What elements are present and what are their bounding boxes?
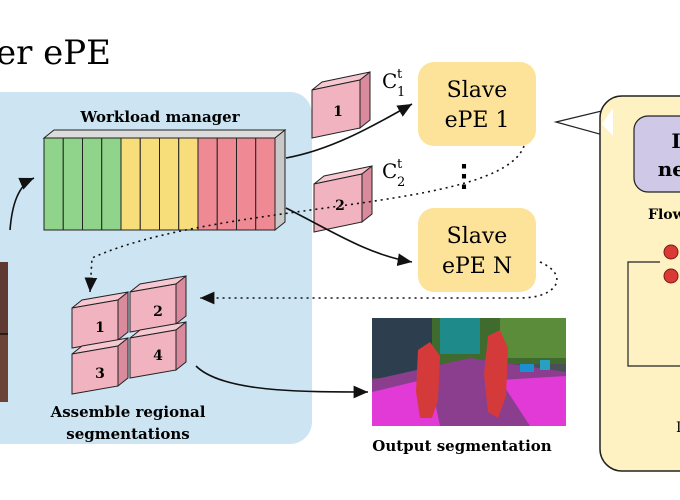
svg-text:C: C (382, 69, 397, 93)
workload-cell (178, 137, 199, 231)
region-tile-3: 3 (71, 336, 129, 395)
svg-text:ePE N: ePE N (442, 254, 512, 279)
right-panel-side-text: I (676, 420, 680, 436)
chunk-1: 1 (311, 70, 371, 139)
chunk-2: 2 (313, 164, 373, 233)
input-image-strip (0, 262, 8, 402)
workload-bar (42, 128, 287, 232)
return-arrow-slave-1 (84, 145, 525, 293)
svg-text:t: t (397, 67, 403, 82)
workload-cell (62, 137, 83, 231)
svg-text:4: 4 (153, 348, 163, 364)
svg-text:1: 1 (397, 85, 405, 100)
svg-text:C: C (382, 159, 397, 183)
workload-cell (101, 137, 122, 231)
output-segmentation-label: Output segmentation (372, 437, 552, 455)
slave-epe-n: Slave ePE N (418, 208, 536, 292)
svg-text:2: 2 (153, 304, 163, 320)
svg-text:Slave: Slave (447, 224, 508, 249)
workload-cell (120, 137, 141, 231)
page-title: er ePE (0, 33, 111, 73)
svg-text:Slave: Slave (447, 78, 508, 103)
chunk-1-symbol: C t 1 (382, 67, 405, 100)
region-tile-4: 4 (129, 320, 187, 379)
workload-cell (159, 137, 180, 231)
svg-text:2: 2 (397, 175, 405, 190)
slave-ellipsis: ⋮ (449, 159, 479, 194)
workload-cell (236, 137, 257, 231)
arrow-to-slave-n (285, 207, 413, 267)
svg-text:ePE 1: ePE 1 (445, 108, 510, 133)
chunk-1-label: 1 (333, 104, 343, 120)
input-arrow (9, 177, 35, 231)
svg-text:t: t (397, 157, 403, 172)
chunk-2-symbol: C t 2 (382, 157, 405, 190)
svg-text:3: 3 (95, 366, 105, 382)
workload-cell (197, 137, 218, 231)
arrow-to-slave-1 (285, 103, 413, 159)
workload-cell (216, 137, 237, 231)
network-box-line2: net (658, 157, 680, 181)
red-node-1 (663, 244, 679, 260)
workload-cell (255, 137, 276, 231)
svg-text:1: 1 (95, 320, 105, 336)
workload-cell (82, 137, 103, 231)
workload-cell (43, 137, 64, 231)
red-node-2 (663, 268, 679, 284)
assemble-label-line1: Assemble regional (50, 403, 206, 421)
network-box-line1: I (671, 129, 680, 153)
workload-cell (139, 137, 160, 231)
flow-label: Flow (648, 207, 680, 223)
slave-epe-1: Slave ePE 1 (418, 62, 536, 146)
workload-manager-label: Workload manager (79, 108, 240, 126)
assemble-label-line2: segmentations (66, 425, 189, 443)
output-segmentation-image (372, 318, 566, 426)
region-tile-2: 2 (129, 274, 187, 333)
arrow-to-output (195, 365, 369, 399)
right-detail-panel: I net Flow I (599, 95, 680, 472)
